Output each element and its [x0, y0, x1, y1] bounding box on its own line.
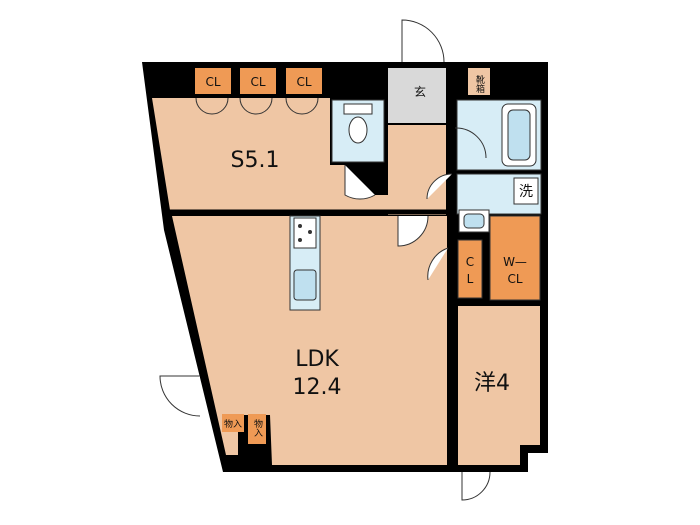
sink-bowl [463, 213, 485, 229]
kitchen-sink [293, 269, 317, 301]
burner-1 [298, 224, 302, 228]
closet-3 [286, 68, 322, 94]
service-room-label: S5.1 [231, 148, 280, 173]
closet-3-label: CL [296, 75, 311, 89]
laundry-label: 洗 [519, 184, 533, 200]
balcony-door [159, 375, 201, 417]
walk-in-closet [489, 215, 541, 301]
laundry-machine [513, 177, 539, 205]
toilet-tank [343, 103, 373, 115]
entry-door [401, 19, 445, 63]
western-room-label: 洋4 [474, 371, 510, 396]
toilet-bowl [348, 116, 368, 144]
entrance-floor [388, 68, 446, 123]
ldk-floor [172, 216, 447, 465]
service-room-floor [152, 98, 388, 210]
bottom-door [461, 471, 491, 501]
storage-2-label: 物入 [252, 418, 263, 437]
burner-3 [298, 238, 302, 242]
walk-in-closet-label-1: W— [503, 255, 527, 269]
ldk-door [397, 215, 429, 247]
storage-1 [222, 414, 244, 432]
shoe-box-label: 靴箱 [474, 74, 485, 94]
closet-small-label-1: C [466, 255, 474, 269]
western-room-floor [458, 306, 540, 465]
storage-2 [248, 414, 266, 444]
entrance-label: 玄 [414, 84, 426, 99]
closet-doors-top [195, 97, 319, 115]
hallway-floor [388, 125, 446, 215]
burner-2 [308, 230, 312, 234]
closet-1 [195, 68, 231, 94]
wash-door [426, 173, 453, 200]
bath-door [454, 127, 487, 159]
closet-2 [240, 68, 276, 94]
ldk-label: LDK [295, 347, 339, 372]
toilet-door [344, 165, 376, 200]
ldk-size-label: 12.4 [293, 375, 342, 400]
bathtub-inner [507, 109, 531, 161]
storage-1-label: 物入 [224, 418, 242, 430]
stove [293, 217, 317, 249]
closet-small-label-2: L [467, 272, 474, 286]
closet-2-label: CL [250, 75, 265, 89]
closet-1-label: CL [205, 75, 220, 89]
western-door [427, 247, 449, 281]
shoe-box [468, 68, 490, 95]
walk-in-closet-label-2: CL [507, 272, 522, 286]
closet-small [457, 239, 483, 299]
